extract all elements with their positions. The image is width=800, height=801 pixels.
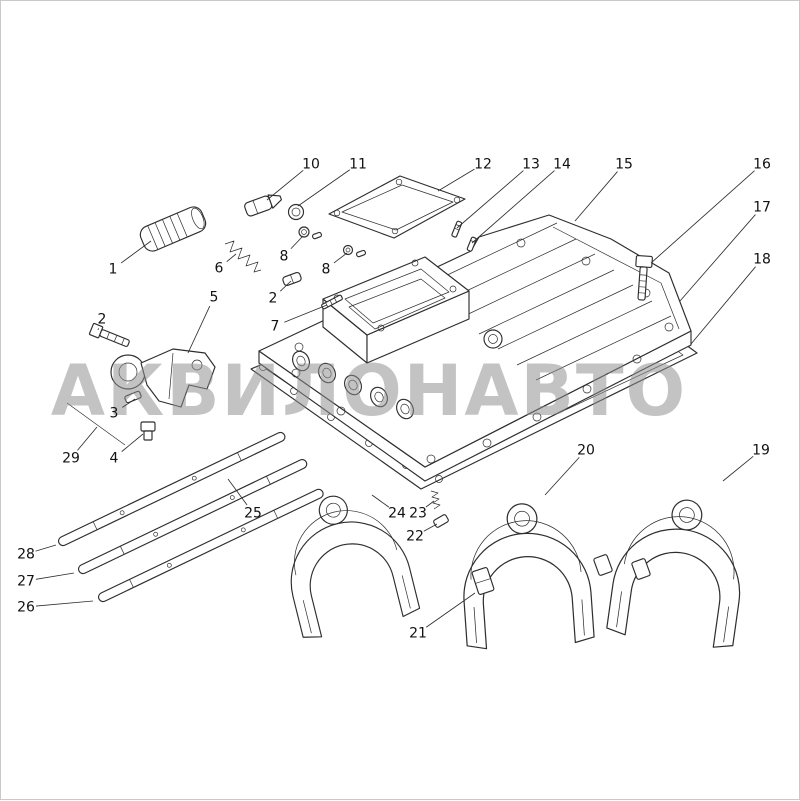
callout-leader-28-28: [36, 545, 56, 551]
part-2-bolt: [89, 323, 131, 349]
callout-leader-5-5: [188, 306, 210, 353]
callout-label-8-8: 8: [280, 249, 289, 265]
fork-pad-2: [593, 554, 612, 576]
callout-label-3-3: 3: [110, 406, 119, 422]
callout-label-20-20: 20: [577, 443, 595, 459]
callout-label-0-1: 1: [109, 262, 118, 278]
callout-leader-20-20: [545, 457, 579, 495]
part-22-pin: [433, 514, 449, 528]
part-13-stud: [451, 221, 462, 238]
callout-label-28-28: 28: [17, 547, 35, 563]
callout-label-11-11: 11: [349, 157, 367, 173]
callout-leader-19-19: [723, 456, 753, 481]
callout-leader-23-23: [426, 501, 434, 507]
callout-label-1-2: 2: [98, 312, 107, 328]
callout-leader-18-18: [691, 267, 756, 344]
part-19-shift-fork: [606, 491, 752, 649]
callout-label-29-29: 29: [62, 451, 80, 467]
part-11-washer: [289, 205, 304, 220]
callout-label-16-16: 16: [753, 157, 771, 173]
callout-label-12-12: 12: [474, 157, 492, 173]
part-8-ball-and-pin-a: [299, 227, 322, 239]
part-1-plunger-cylinder: [138, 204, 209, 254]
callout-label-19-19: 19: [752, 443, 770, 459]
callout-label-6-6: 6: [215, 261, 224, 277]
callout-leader-15-15: [575, 172, 617, 221]
callout-leader-27-27: [36, 573, 74, 579]
callout-leader-6-6: [227, 254, 236, 262]
callout-label-14-14: 14: [553, 157, 571, 173]
callout-label-27-27: 27: [17, 574, 35, 590]
callout-leader-24-24: [372, 495, 389, 507]
callout-leader-13-13: [457, 171, 523, 228]
callout-leader-7-7: [284, 305, 327, 322]
callout-label-10-10: 10: [302, 157, 320, 173]
callout-label-21-21: 21: [409, 626, 427, 642]
callout-leader-9-8: [334, 253, 347, 263]
part-23-spring: [431, 491, 440, 509]
part-2-pin: [282, 272, 302, 287]
callout-label-5-5: 5: [210, 290, 219, 306]
callout-leader-16-16: [651, 171, 755, 263]
callout-leader-12-12: [438, 169, 474, 191]
callout-leader-11-11: [298, 170, 350, 206]
callout-label-2-2: 2: [269, 291, 278, 307]
callout-label-25-25: 25: [244, 506, 262, 522]
part-6-spring: [225, 241, 261, 272]
part-15-top-cover: [259, 215, 691, 481]
callout-label-4-4: 4: [110, 451, 119, 467]
callout-leader-10-10: [267, 170, 303, 200]
callout-leader-26-26: [36, 601, 93, 606]
callout-label-9-8: 8: [322, 262, 331, 278]
callout-label-15-15: 15: [615, 157, 633, 173]
callout-label-24-24: 24: [388, 506, 406, 522]
callout-label-17-17: 17: [753, 200, 771, 216]
part-12-tower-gasket: [329, 176, 465, 238]
part-25-shift-rails: [57, 431, 325, 603]
callout-leader-0-1: [121, 241, 151, 263]
callout-leader-4-4: [122, 434, 143, 452]
part-8-ball-and-pin-b: [344, 246, 366, 258]
callout-leader-1-2: [98, 328, 99, 330]
part-10-detent-plunger: [244, 191, 284, 217]
callout-label-18-18: 18: [753, 252, 771, 268]
callout-leader-8-8: [291, 236, 303, 249]
callout-label-26-26: 26: [17, 600, 35, 616]
callout-label-7-7: 7: [271, 319, 280, 335]
callout-label-13-13: 13: [522, 157, 540, 173]
cover-bore: [484, 330, 502, 348]
callout-label-22-22: 22: [406, 529, 424, 545]
callout-leader-22-22: [424, 524, 437, 531]
watermark-text: АКВИЛОНАВТО: [51, 350, 687, 432]
callout-label-23-23: 23: [409, 506, 427, 522]
